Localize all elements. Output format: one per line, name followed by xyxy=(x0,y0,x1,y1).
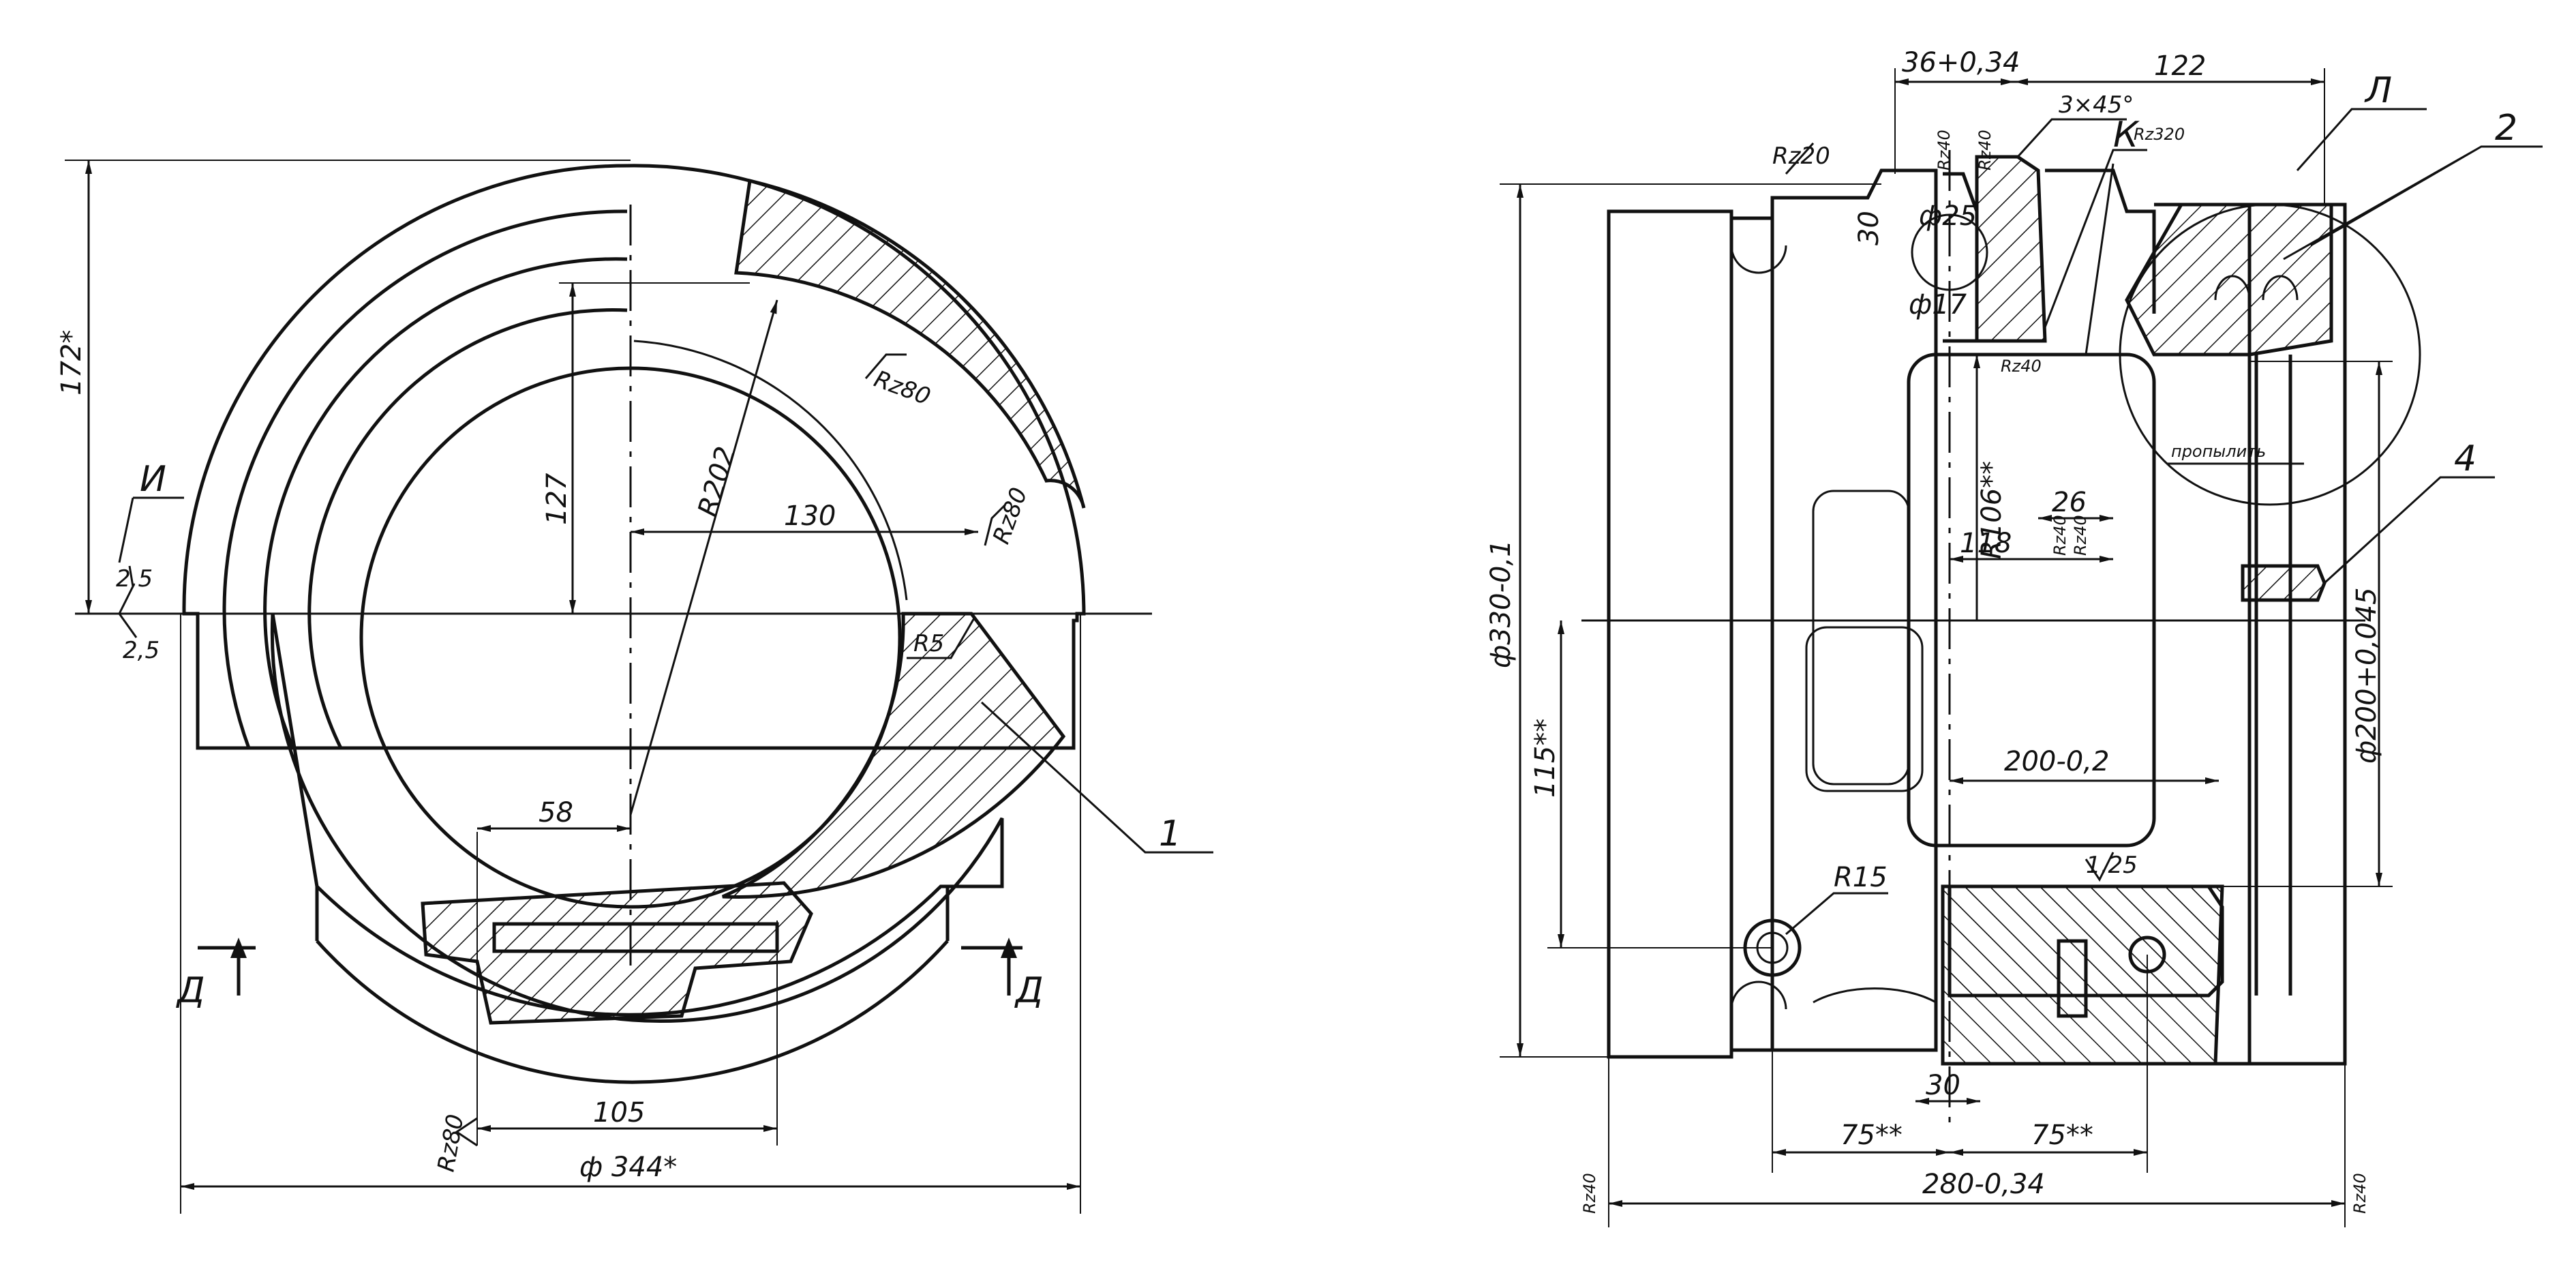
left-section-lower xyxy=(722,612,1066,899)
callout-k: К xyxy=(2113,115,2140,155)
dim-130: 130 xyxy=(784,500,836,532)
dim-75-right: 75** xyxy=(2031,1120,2093,1151)
label-section-d-right: Д xyxy=(1014,970,1044,1011)
detail-circle-l xyxy=(2119,203,2421,506)
dim-115: 115** xyxy=(1530,719,1561,798)
callout-4: 4 xyxy=(2454,438,2476,479)
dia-200: ф200+0,045 xyxy=(2351,587,2382,764)
dim-26: 26 xyxy=(2052,487,2087,518)
rz40-b: Rz40 xyxy=(1975,130,1995,170)
dia-25: ф25 xyxy=(1919,200,1977,232)
left-bore-inner xyxy=(633,340,908,601)
dim-127: 127 xyxy=(541,473,573,525)
dim-172: 172* xyxy=(56,330,87,395)
dim-280: 280-0,34 xyxy=(1922,1169,2045,1200)
dia-330: ф330-0,1 xyxy=(1485,539,1517,668)
note-propylit: пропылить xyxy=(2171,442,2266,461)
right-section-flange-top xyxy=(2125,203,2333,357)
dim-30-bottom: 30 xyxy=(1926,1070,1960,1101)
left-view: 172* 127 R202 130 58 105 ф 344* R5 Rz80 … xyxy=(56,160,1213,1214)
left-ring-1 xyxy=(222,209,628,749)
dim-344: ф 344* xyxy=(579,1152,677,1183)
rz80-bottom: Rz80 xyxy=(432,1112,469,1173)
radius-line-202 xyxy=(629,299,778,816)
dim-r5: R5 xyxy=(913,630,944,657)
label-section-i: И xyxy=(140,459,166,500)
dim-200: 200-0,2 xyxy=(2004,746,2109,777)
left-ring-3 xyxy=(307,308,628,749)
rz80-top: Rz80 xyxy=(870,365,934,411)
dim-105: 105 xyxy=(593,1097,645,1128)
dim-75-left: 75** xyxy=(1840,1120,1903,1151)
callout-2: 2 xyxy=(2495,108,2517,149)
dim-58: 58 xyxy=(539,797,573,828)
left-section-upper xyxy=(734,178,1086,509)
right-view: 36+0,34 122 3×45° 30 ф25 ф17 R106** 26 1… xyxy=(1485,47,2543,1227)
right-left-flange xyxy=(1607,209,1733,1059)
callout-1: 1 xyxy=(1159,813,1181,854)
val-2-5-a: 2,5 xyxy=(116,565,153,593)
rz40-e: Rz40 xyxy=(2071,515,2090,556)
rz40-a: Rz40 xyxy=(1935,130,1954,170)
rz40-c: Rz40 xyxy=(2001,357,2042,376)
rz40-d: Rz40 xyxy=(2050,515,2070,556)
dim-118: 118 xyxy=(1960,528,2012,559)
dia-17: ф17 xyxy=(1909,289,1967,320)
dim-122: 122 xyxy=(2154,50,2206,82)
dim-r106: R106** xyxy=(1976,461,2007,559)
dim-chamfer: 3×45° xyxy=(2059,91,2134,119)
left-lower-flat xyxy=(315,886,950,1084)
val-2-5-b: 2,5 xyxy=(123,637,160,664)
val-1-25: 1,25 xyxy=(2086,852,2138,879)
label-section-d-left: Д xyxy=(176,970,205,1011)
callout-l: Л xyxy=(2364,70,2392,111)
dim-36: 36+0,34 xyxy=(1902,47,2020,78)
left-ring-2 xyxy=(263,257,628,749)
rz320: Rz320 xyxy=(2134,125,2185,144)
rz40-left: Rz40 xyxy=(1580,1173,1599,1214)
rz20: Rz20 xyxy=(1772,143,1830,170)
dim-r15: R15 xyxy=(1834,862,1888,893)
dim-30-top: 30 xyxy=(1853,211,1885,245)
rz40-right: Rz40 xyxy=(2350,1173,2369,1214)
dim-r202: R202 xyxy=(692,443,742,520)
